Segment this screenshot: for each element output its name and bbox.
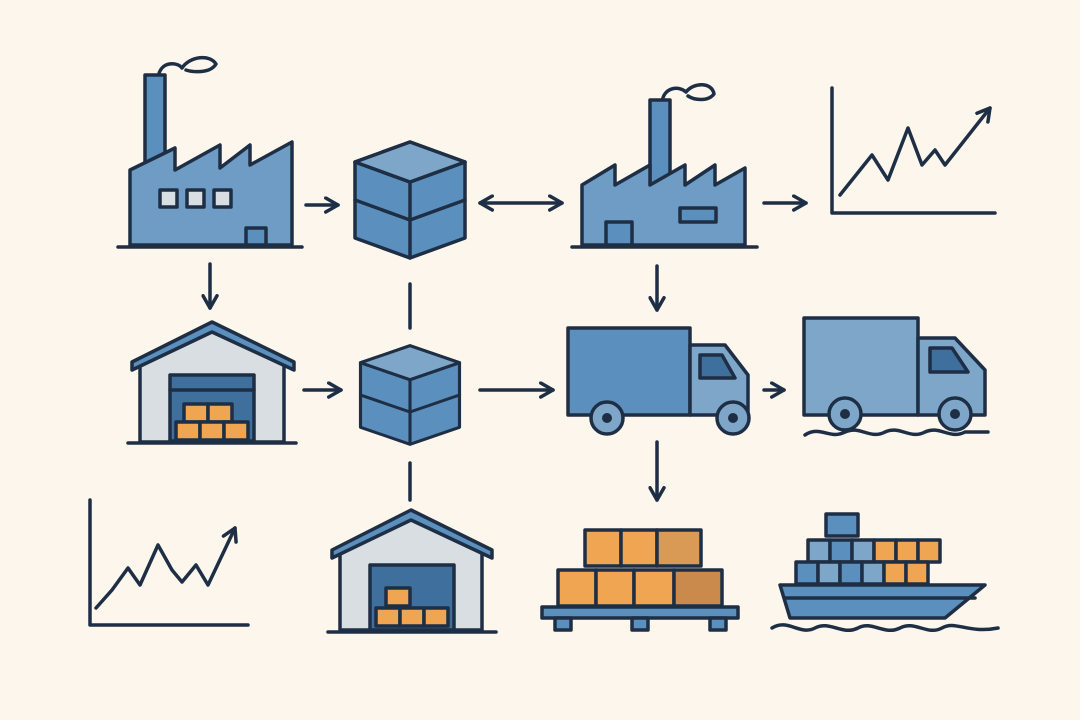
truck-icon	[566, 326, 751, 436]
container-ship-icon	[770, 512, 1000, 632]
stacked-cube-icon	[358, 344, 462, 446]
warehouse-icon	[126, 320, 298, 445]
line-chart-icon	[830, 86, 997, 215]
factory-icon	[570, 83, 759, 249]
warehouse-icon	[326, 508, 498, 634]
line-chart-icon	[88, 498, 250, 627]
factory-icon	[116, 55, 304, 249]
truck-icon	[802, 316, 990, 437]
stacked-cube-icon	[353, 140, 467, 260]
pallet-boxes-icon	[540, 528, 740, 632]
